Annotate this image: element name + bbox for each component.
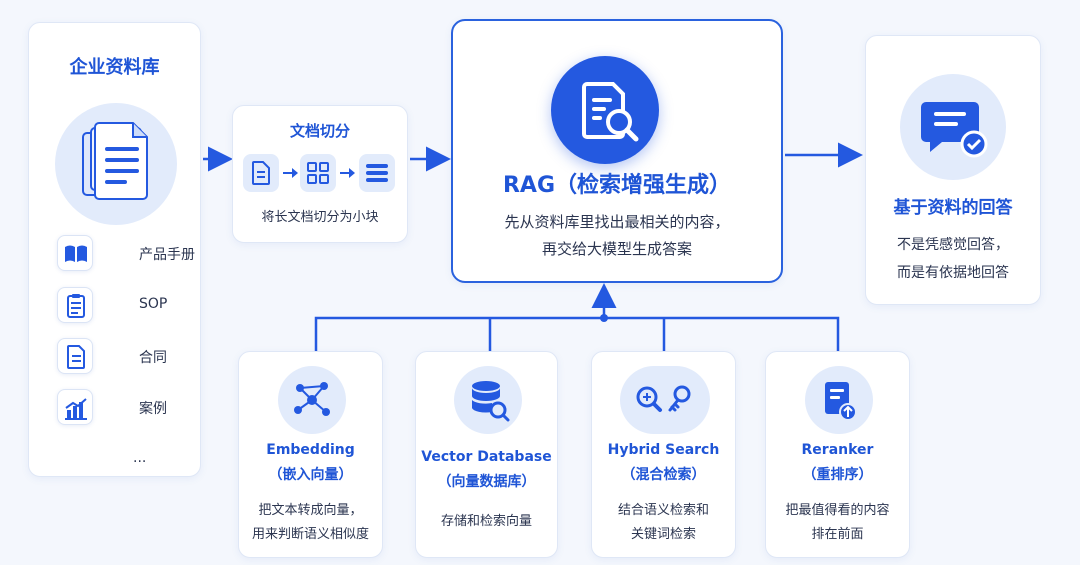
- component-desc-line2: 用来判断语义相似度: [251, 527, 369, 542]
- source-label: 案例: [139, 401, 167, 417]
- component-name-cn: （向量数据库）: [437, 474, 536, 490]
- vector-database-card: Vector Database （向量数据库） 存储和检索向量: [415, 351, 558, 558]
- stack-icon: [359, 154, 395, 192]
- rag-card: RAG（检索增强生成） 先从资料库里找出最相关的内容， 再交给大模型生成答案: [451, 19, 783, 283]
- component-name-cn: （嵌入向量）: [268, 467, 353, 483]
- network-icon: [278, 366, 346, 434]
- component-desc-line1: 存储和检索向量: [440, 514, 532, 529]
- answer-card: 基于资料的回答 不是凭感觉回答， 而是有依据地回答: [865, 35, 1041, 305]
- book-icon: [57, 235, 93, 271]
- knowledge-base-title: 企业资料库: [69, 57, 160, 78]
- rerank-icon: [805, 366, 873, 434]
- document-icon: [57, 338, 93, 374]
- answer-description-line1: 不是凭感觉回答，: [897, 237, 1009, 253]
- bar-chart-icon: [57, 389, 93, 425]
- answer-description-line2: 而是有依据地回答: [897, 265, 1009, 281]
- grid-icon: [300, 154, 336, 192]
- source-item-sop: SOP: [57, 287, 197, 327]
- component-desc-line1: 把最值得看的内容: [785, 503, 890, 518]
- component-name: Hybrid Search: [607, 442, 720, 458]
- component-name: Embedding: [266, 442, 355, 458]
- rag-description-line2: 再交给大模型生成答案: [541, 240, 692, 258]
- chunking-subtitle: 将长文档切分为小块: [261, 210, 379, 225]
- more-indicator: ...: [133, 450, 147, 466]
- component-desc-line1: 结合语义检索和: [617, 503, 709, 518]
- chunking-title: 文档切分: [289, 122, 350, 140]
- documents-stack-icon: [55, 103, 177, 225]
- component-name: Reranker: [801, 442, 874, 458]
- component-name: Vector Database: [421, 449, 552, 465]
- chat-check-icon: [900, 74, 1006, 180]
- bus-line: [314, 316, 840, 351]
- rag-title: RAG（检索增强生成）: [502, 173, 732, 198]
- arrow-right-icon: [340, 168, 355, 178]
- clipboard-icon: [57, 287, 93, 323]
- database-search-icon: [454, 366, 522, 434]
- source-item-case: 案例: [57, 389, 197, 429]
- component-desc-line2: 排在前面: [811, 527, 864, 542]
- rag-description-line1: 先从资料库里找出最相关的内容，: [504, 213, 730, 231]
- source-label: 合同: [139, 350, 167, 366]
- component-desc-line2: 关键词检索: [630, 527, 696, 542]
- document-chunking-card: 文档切分 将长文档切分为小块: [232, 105, 408, 243]
- document-icon: [243, 154, 279, 192]
- source-label: 产品手册: [139, 247, 195, 263]
- reranker-card: Reranker （重排序） 把最值得看的内容 排在前面: [765, 351, 910, 558]
- hybrid-search-card: Hybrid Search （混合检索） 结合语义检索和 关键词检索: [591, 351, 736, 558]
- component-name-cn: （重排序）: [802, 467, 873, 483]
- component-name-cn: （混合检索）: [621, 467, 706, 483]
- answer-title: 基于资料的回答: [893, 198, 1013, 218]
- source-item-contract: 合同: [57, 338, 197, 378]
- document-search-icon: [551, 56, 659, 164]
- arrow-right-icon: [283, 168, 298, 178]
- embedding-card: Embedding （嵌入向量） 把文本转成向量， 用来判断语义相似度: [238, 351, 383, 558]
- source-label: SOP: [139, 296, 168, 312]
- knowledge-base-card: 企业资料库 产品手册: [28, 22, 201, 477]
- source-item-manual: 产品手册: [57, 235, 197, 275]
- search-key-icon: [620, 366, 710, 434]
- component-desc-line1: 把文本转成向量，: [258, 503, 363, 518]
